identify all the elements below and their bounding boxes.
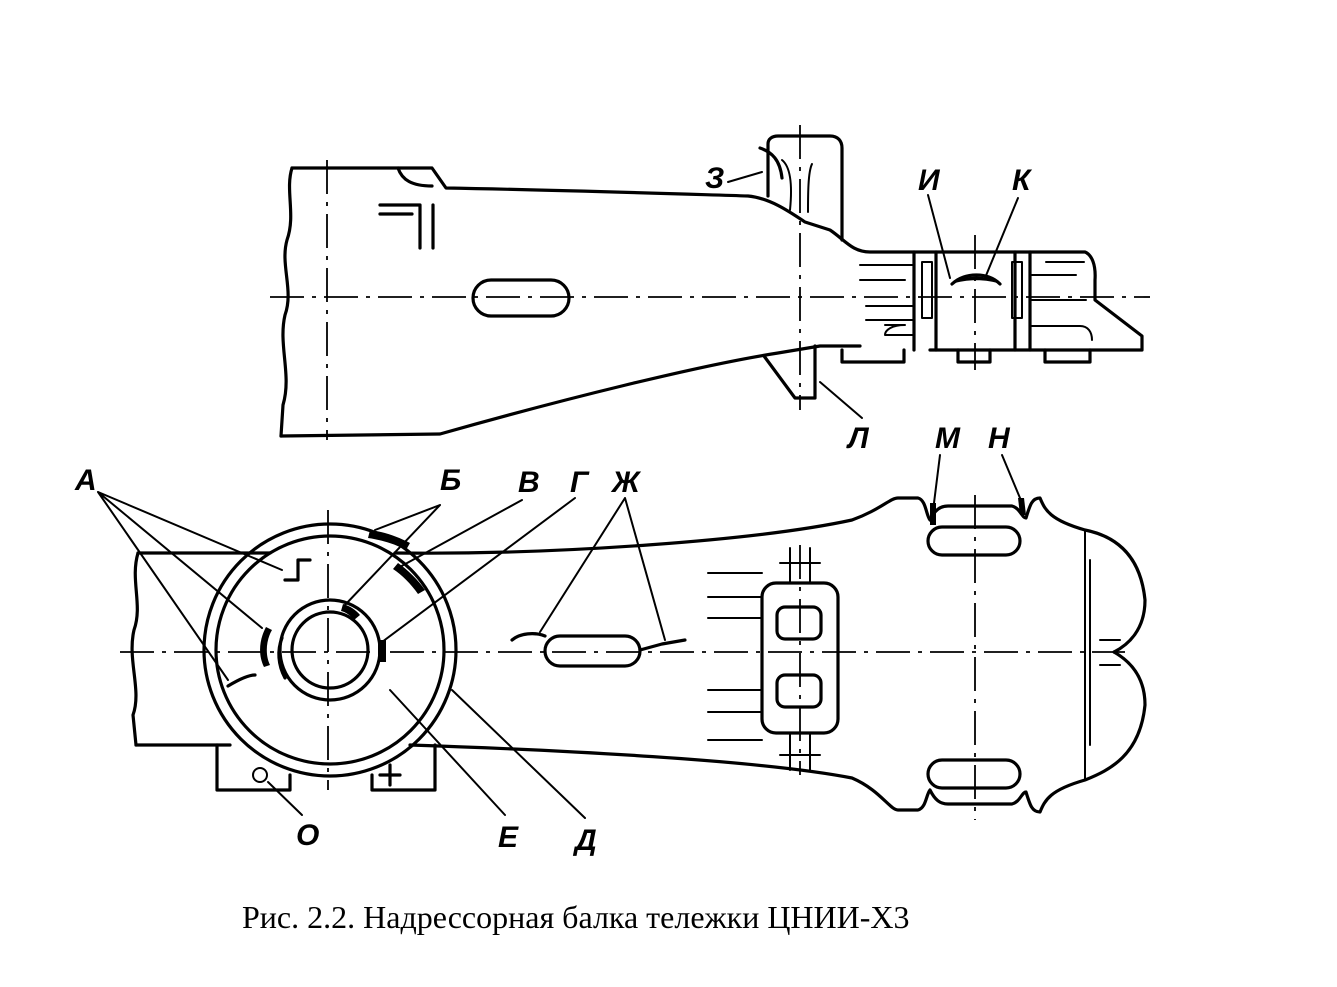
leader-l [819, 381, 863, 419]
center-bowl-rim [214, 534, 446, 766]
label-a: А [74, 464, 97, 497]
plan-view-window-bottom [775, 673, 823, 709]
crack-b-outer [368, 530, 410, 550]
side-view-bracket [378, 203, 435, 250]
figure-caption: Рис. 2.2. Надрессорная балка тележки ЦНИ… [242, 899, 910, 935]
crack-g [378, 640, 386, 662]
leader-n [1001, 454, 1021, 499]
crack-v [341, 604, 360, 620]
label-e: Е [498, 821, 519, 854]
label-zh: Ж [610, 466, 642, 499]
plan-view-foot-left [215, 743, 292, 792]
side-view-feet [840, 348, 1092, 364]
plan-view-window-top [775, 605, 823, 641]
side-view-end-lines [859, 261, 1093, 341]
leader-z [727, 171, 763, 183]
plan-view-slot-m-top [926, 525, 1022, 557]
leader-m [933, 454, 941, 504]
leader-v [397, 499, 523, 569]
label-n: Н [988, 422, 1011, 455]
side-view [270, 125, 1150, 440]
plan-view-foot-right [370, 743, 437, 792]
side-view-break-line [279, 166, 294, 438]
side-view-end-ribs [921, 261, 1023, 319]
side-view-lower-stop [762, 344, 817, 400]
side-view-rib-z [758, 146, 784, 180]
side-view-column-inner [781, 159, 813, 213]
crack-m [930, 503, 936, 525]
plan-view-slot-flanges [510, 632, 687, 652]
plan-view-bottom-edge [134, 650, 1147, 814]
plan-view-spring-ribs [707, 547, 821, 771]
label-g: Г [570, 466, 590, 499]
side-view-arc-k-fill [952, 276, 1000, 284]
side-view-top-outline [290, 166, 1144, 352]
label-v: В [518, 466, 540, 499]
leader-k [984, 197, 1019, 279]
crack-a-step [283, 558, 312, 582]
plan-view [97, 454, 1147, 820]
plan-view-slot-m-bottom [926, 758, 1022, 790]
crack-a-left [260, 627, 272, 667]
center-bowl-outer [202, 522, 458, 778]
side-view-top-pocket [396, 166, 434, 188]
crack-a-left-2 [277, 636, 287, 680]
leader-g [381, 497, 576, 643]
plan-view-slot [543, 634, 642, 668]
leader-b [344, 504, 441, 606]
label-z: З [705, 162, 724, 195]
label-m: М [935, 422, 961, 455]
label-k: К [1012, 164, 1033, 197]
marker-o [252, 767, 268, 783]
label-i: И [918, 164, 941, 197]
side-view-slot [471, 278, 571, 318]
label-d: Д [572, 824, 597, 857]
marker-plus [378, 763, 402, 787]
side-view-column [766, 134, 844, 242]
leader-d [451, 689, 586, 819]
leader-i [927, 194, 951, 279]
center-bowl-boss-outer [278, 598, 382, 702]
leader-o [267, 781, 303, 816]
side-view-bottom-outline [279, 344, 862, 438]
leader-a [97, 491, 283, 681]
label-b: Б [440, 464, 461, 497]
crack-n [1018, 498, 1026, 515]
crack-b-right [393, 563, 425, 594]
plan-view-break-line [130, 551, 140, 747]
leader-zh [539, 497, 666, 641]
side-view-arc-k [950, 273, 1002, 286]
plan-view-end-split [1084, 529, 1121, 781]
label-l: Л [846, 422, 870, 455]
label-o: О [296, 819, 319, 852]
crack-a-bottom [226, 673, 257, 688]
center-bowl-boss-inner [290, 610, 370, 690]
plan-view-top-edge [136, 496, 1147, 654]
leader-e [389, 689, 506, 816]
